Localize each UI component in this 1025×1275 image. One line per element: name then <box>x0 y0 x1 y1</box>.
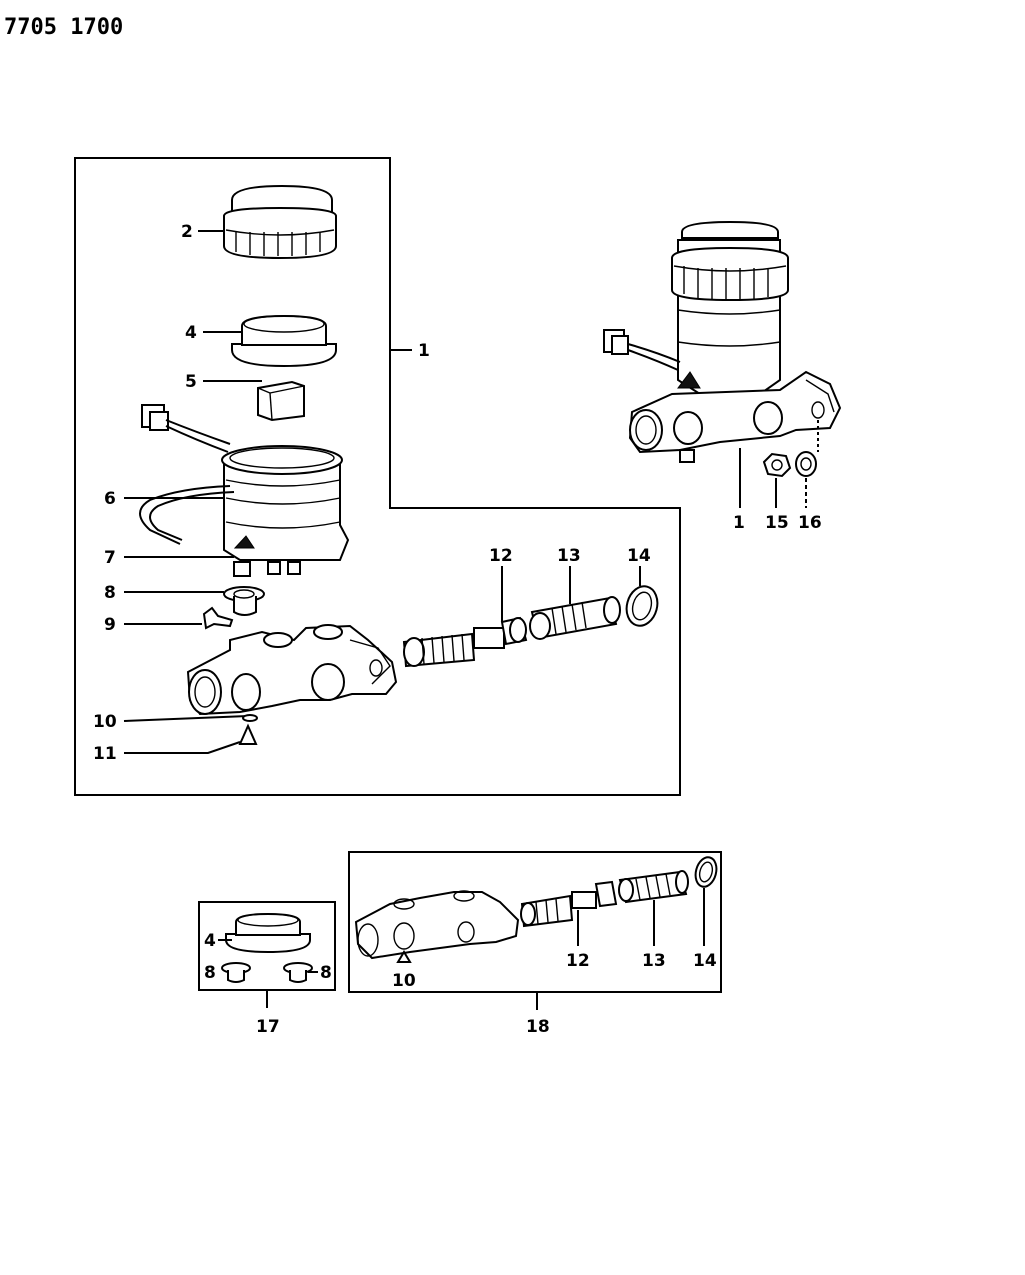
callout-6: 6 <box>104 489 116 509</box>
reservoir-cap <box>223 184 337 260</box>
kit-18-callout-10: 10 <box>392 971 416 991</box>
master-cylinder-body <box>186 624 398 716</box>
diaphragm <box>231 314 337 368</box>
grommet <box>223 586 265 616</box>
assembled-master-cylinder <box>628 220 842 463</box>
doc-number: 7705 1700 <box>4 15 123 40</box>
pin <box>202 606 234 630</box>
callout-9: 9 <box>104 615 116 635</box>
callout-5: 5 <box>185 372 197 392</box>
kit-18-primary-piston <box>520 880 618 928</box>
callout-16: 16 <box>798 513 822 533</box>
primary-piston <box>402 616 528 668</box>
callout-11: 11 <box>93 744 117 764</box>
secondary-piston <box>529 596 621 640</box>
callout-12: 12 <box>489 546 513 566</box>
callout-14: 14 <box>627 546 651 566</box>
kit-17-callout-8-left: 8 <box>204 963 216 983</box>
kit-18-frame <box>348 851 722 993</box>
kit-17-grommet-right <box>283 962 313 983</box>
kit-18-secondary-piston <box>618 870 689 904</box>
kit-17-diaphragm <box>225 912 311 954</box>
callout-2: 2 <box>181 222 193 242</box>
callout-10: 10 <box>93 712 117 732</box>
kit-17-callout-4: 4 <box>204 931 216 951</box>
filter <box>257 380 305 422</box>
washer <box>795 451 817 477</box>
assembled-callout-1: 1 <box>733 513 745 533</box>
kit-18-cylinder-body <box>354 890 520 960</box>
nut <box>762 452 792 478</box>
reservoir <box>221 445 350 577</box>
kit-18-callout-13: 13 <box>642 951 666 971</box>
callout-1: 1 <box>418 341 430 361</box>
callout-15: 15 <box>765 513 789 533</box>
callout-8: 8 <box>104 583 116 603</box>
callout-18: 18 <box>526 1017 550 1037</box>
seal-ring <box>625 585 659 627</box>
assembly-frame <box>74 157 681 796</box>
kit-18-callout-12: 12 <box>566 951 590 971</box>
kit-17-callout-8-right: 8 <box>320 963 332 983</box>
kit-18-callout-14: 14 <box>693 951 717 971</box>
callout-17: 17 <box>256 1017 280 1037</box>
assembled-sensor-wire <box>603 329 681 371</box>
level-sensor-wire <box>139 404 235 545</box>
kit-18-seal-ring <box>694 856 718 888</box>
callout-4: 4 <box>185 323 197 343</box>
callout-7: 7 <box>104 548 116 568</box>
kit-17-grommet-left <box>221 962 251 983</box>
callout-13: 13 <box>557 546 581 566</box>
